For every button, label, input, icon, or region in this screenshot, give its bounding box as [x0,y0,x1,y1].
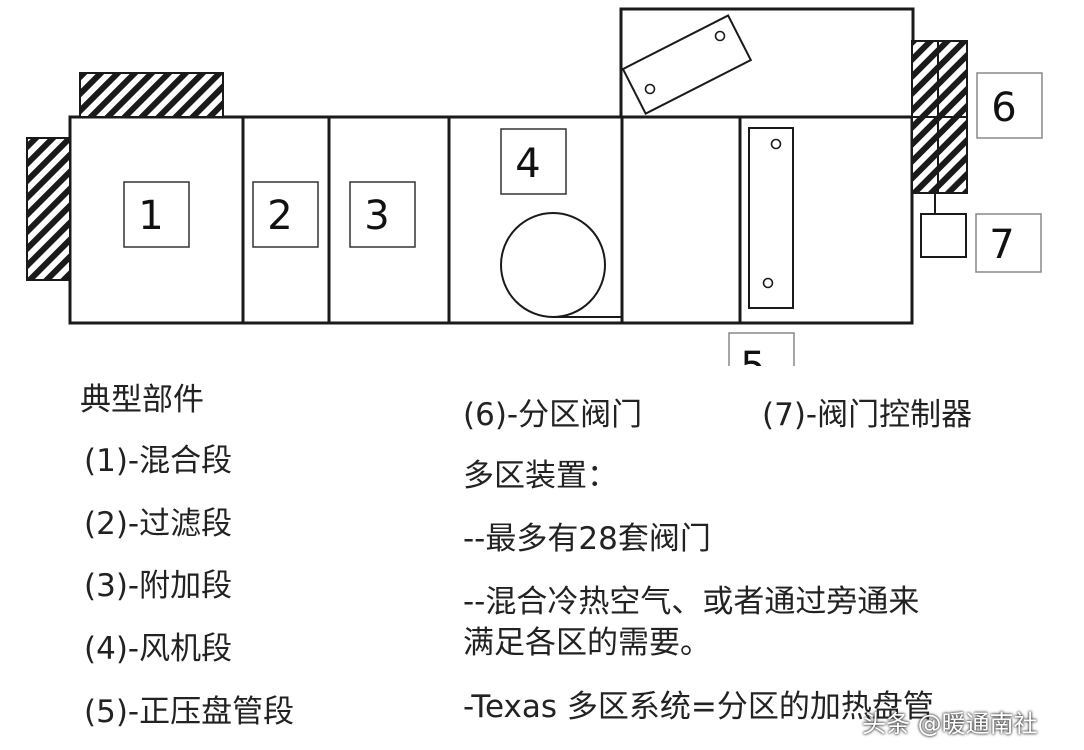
note-item-7: (7)-阀门控制器 [762,397,973,433]
coil-port-icon [644,83,656,95]
multizone-title: 多区装置： [463,458,618,494]
label-6: 6 [991,85,1016,131]
label-box-6: 6 [976,72,1043,139]
note-item-6: (6)-分区阀门 [463,397,643,433]
label-box-5: 5 [728,332,795,370]
damper-actuator [920,213,967,258]
label-box-2: 2 [252,181,319,248]
legend-item-2: (2)-过滤段 [84,506,233,542]
tilted-coil [621,14,753,115]
zone-damper-upper [911,40,968,118]
label-box-4: 4 [500,128,567,195]
legend-item-5: (5)-正压盘管段 [84,694,295,730]
label-box-7: 7 [975,213,1042,273]
label-3: 3 [364,193,389,239]
note-line-3: -Texas 多区系统=分区的加热盘管 [463,689,934,725]
label-7: 7 [989,222,1014,268]
label-4: 4 [515,141,540,187]
coil-port-icon [714,30,726,42]
coil-port-icon [762,277,774,289]
label-1: 1 [138,193,163,239]
coil-port-icon [770,138,782,150]
note-line-1: --最多有28套阀门 [463,521,711,557]
fan-icon [500,212,606,318]
zone-damper-lower [911,116,968,194]
label-5: 5 [740,344,765,370]
watermark: 头条 @暖通南社 [862,710,1038,738]
note-line-2a: --混合冷热空气、或者通过旁通来 [463,584,920,620]
pressure-coil [748,127,794,309]
legend-item-3: (3)-附加段 [84,568,233,604]
label-2: 2 [267,193,292,239]
return-air-damper [26,137,71,281]
label-box-3: 3 [349,181,416,248]
legend-heading: 典型部件 [80,382,204,418]
legend-item-1: (1)-混合段 [84,443,233,479]
note-line-2b: 满足各区的需要。 [463,625,711,661]
legend-item-4: (4)-风机段 [84,631,233,667]
label-box-1: 1 [123,181,190,248]
air-handling-unit-diagram: 1 2 3 4 5 6 7 [26,7,1043,370]
outdoor-air-damper [79,72,224,118]
